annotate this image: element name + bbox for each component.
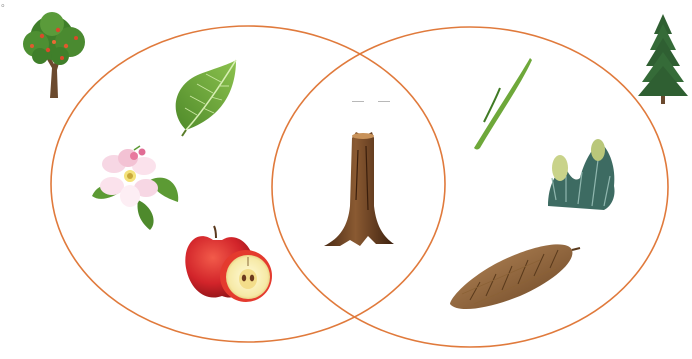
tree-trunk-icon (324, 132, 394, 246)
corner-mark: ∘ (0, 0, 6, 10)
blank-line-left (352, 101, 364, 102)
blank-line-right (378, 101, 390, 102)
leaf-icon (176, 60, 236, 136)
spruce-bud-icon (548, 139, 615, 210)
apple-fruit-icon (185, 226, 272, 302)
spruce-tree-icon (638, 14, 688, 104)
needle-icon (474, 58, 532, 150)
apple-blossom-icon (92, 146, 178, 230)
spruce-cone-icon (450, 244, 580, 309)
apple-tree-icon (23, 12, 85, 98)
